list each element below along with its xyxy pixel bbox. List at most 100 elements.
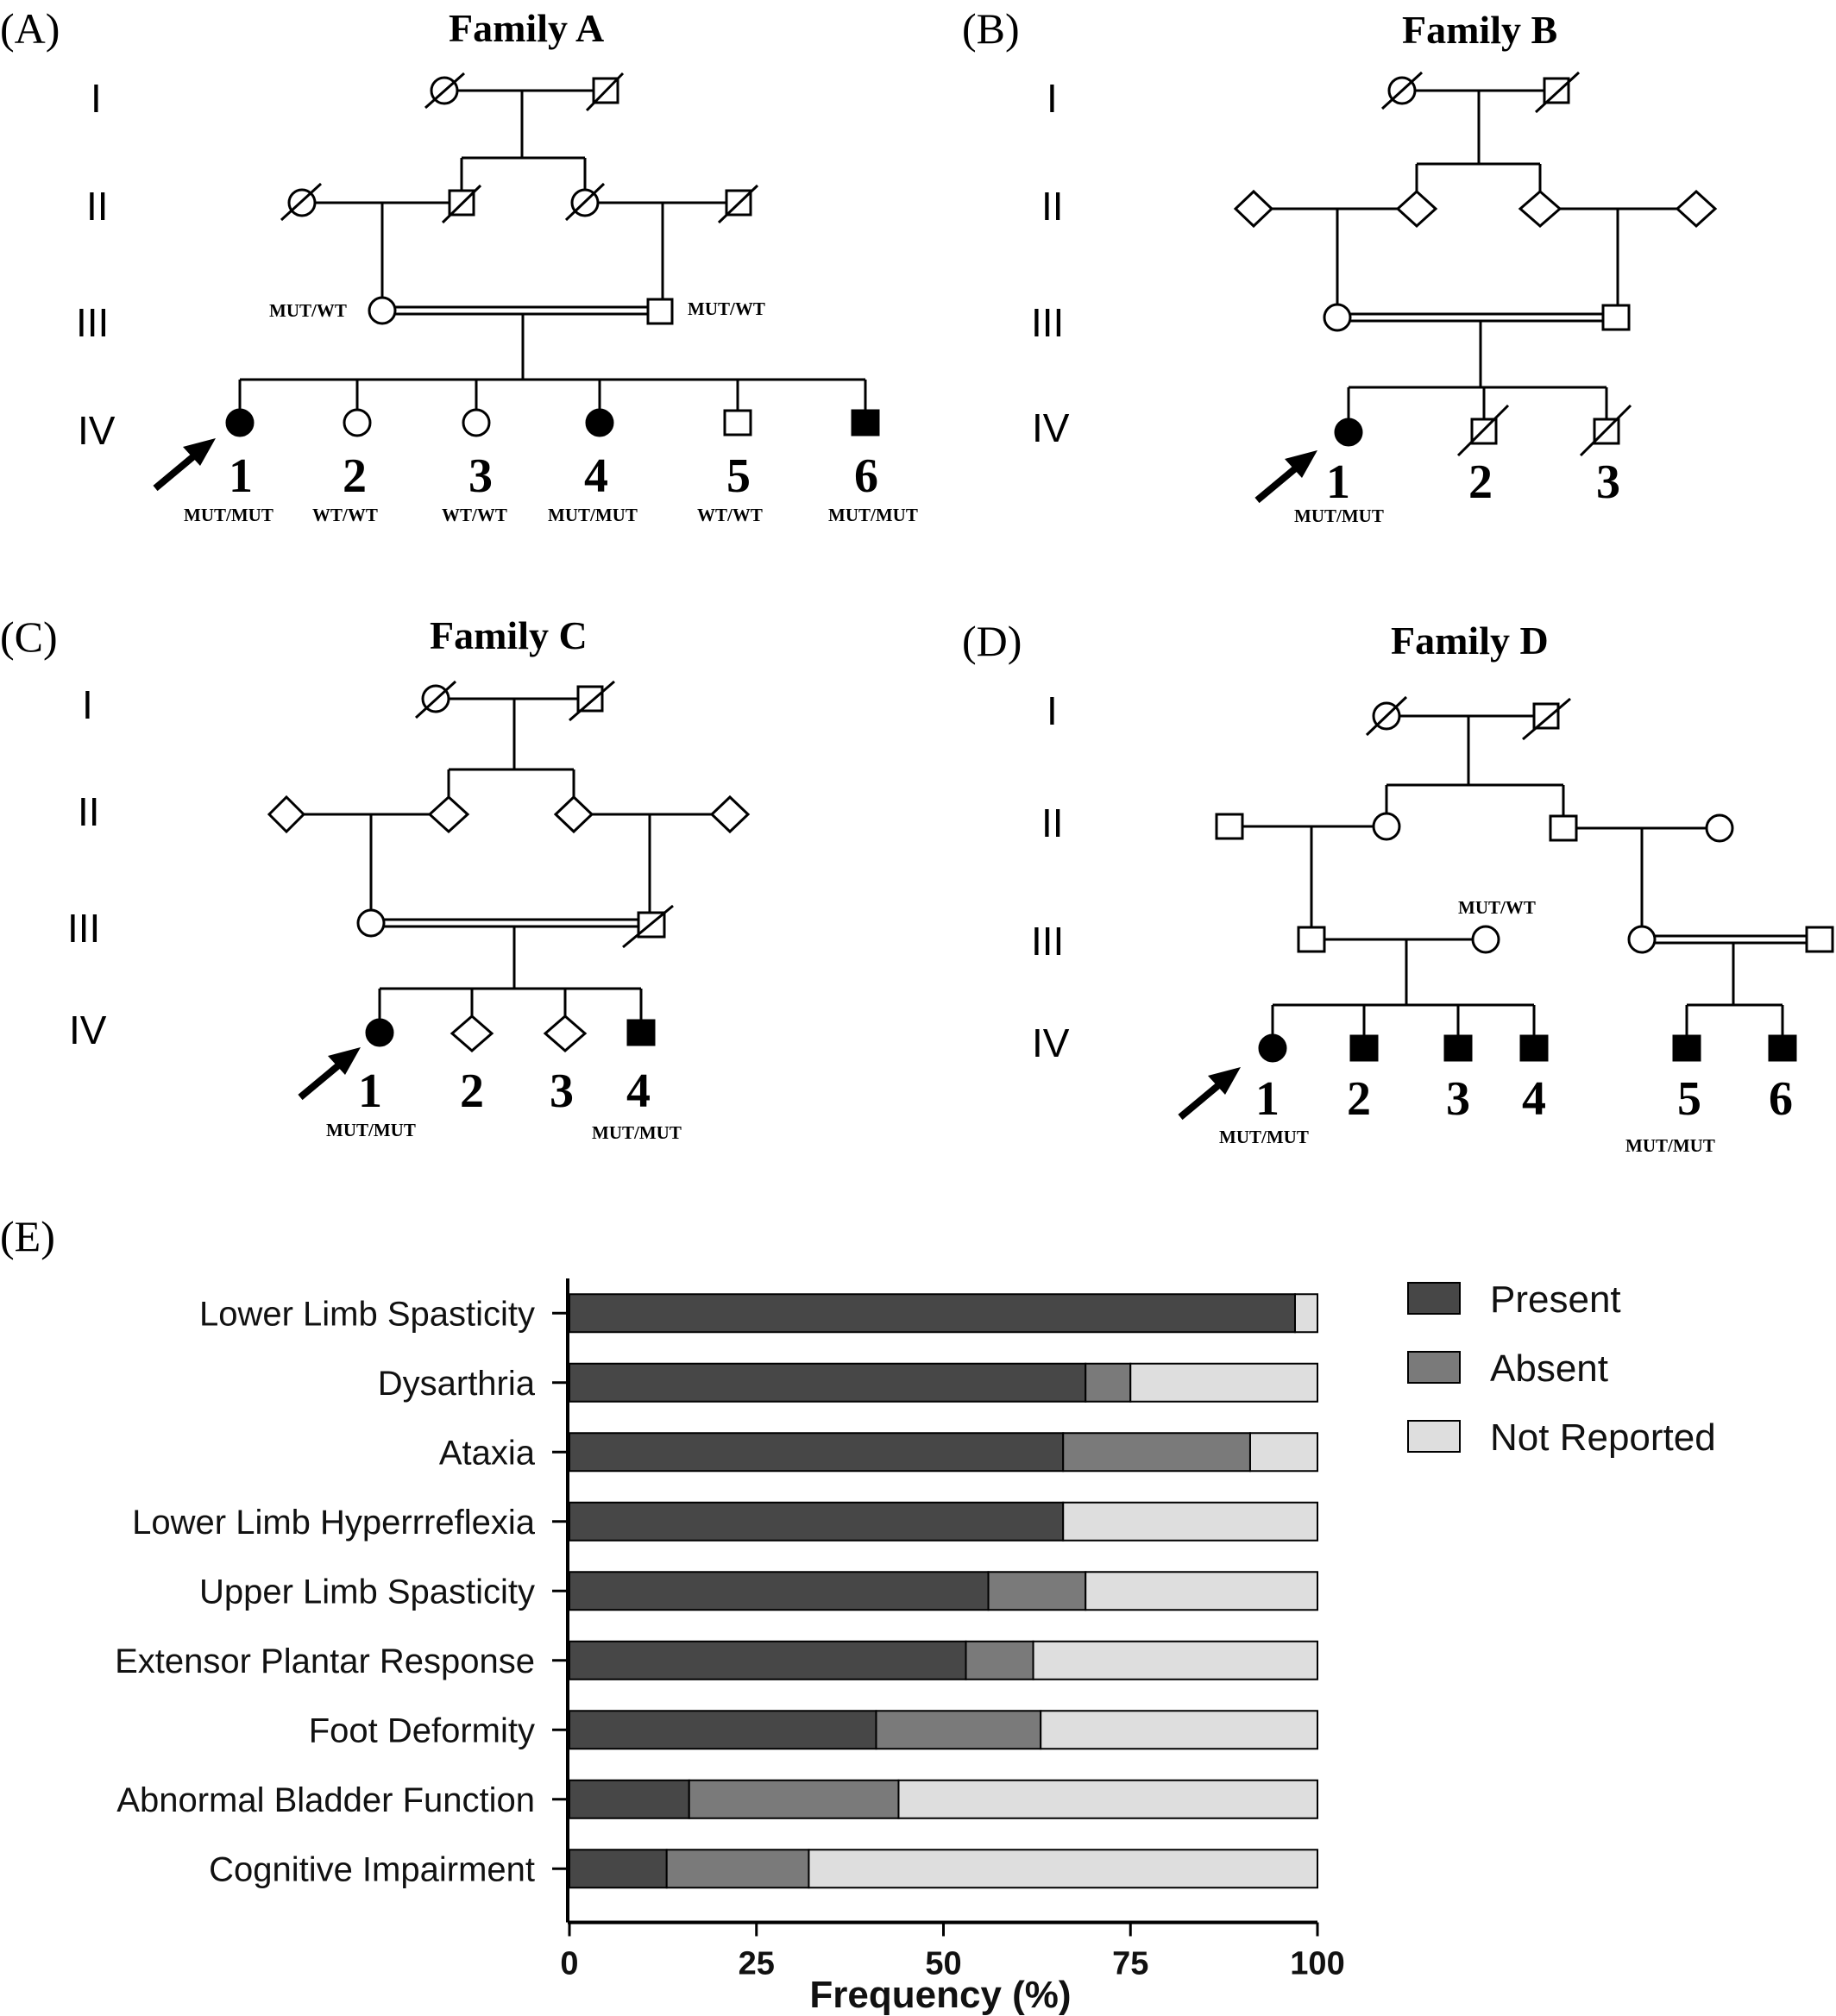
individual-number: 6 bbox=[1769, 1072, 1793, 1126]
pedigree-family-b: 1 2 3 MUT/MUT bbox=[1233, 71, 1718, 526]
individual-number: 4 bbox=[626, 1065, 651, 1118]
individual-number: 4 bbox=[1522, 1072, 1546, 1126]
panel-c-letter: (C) bbox=[0, 612, 58, 661]
x-axis-title: Frequency (%) bbox=[809, 1974, 1071, 2016]
bar-segment-present bbox=[569, 1710, 877, 1750]
family-c-title: Family C bbox=[430, 613, 588, 657]
category-label: Extensor Plantar Response bbox=[115, 1642, 535, 1680]
bar-segment-absent bbox=[1062, 1432, 1251, 1473]
bar-segment-not-reported bbox=[1040, 1710, 1318, 1750]
genotype-label: MUT/MUT bbox=[1625, 1135, 1715, 1156]
x-tick-label: 0 bbox=[560, 1946, 578, 1982]
category-label: Ataxia bbox=[439, 1434, 536, 1472]
gen-label-c-1: I bbox=[82, 682, 93, 727]
genotype-label: MUT/MUT bbox=[548, 505, 638, 525]
individual-number: 2 bbox=[1468, 455, 1493, 509]
pedigree-family-c: 1 2 3 4 MUT/MUT MUT/MUT bbox=[267, 680, 751, 1143]
individual-number: 1 bbox=[358, 1065, 382, 1118]
genotype-label: MUT/WT bbox=[1458, 897, 1536, 918]
bar-segment-present bbox=[569, 1779, 690, 1819]
genotype-label: WT/WT bbox=[697, 505, 763, 525]
genotype-label: MUT/MUT bbox=[1219, 1127, 1309, 1147]
genotype-label: WT/WT bbox=[442, 505, 507, 525]
bar-segment-not-reported bbox=[1085, 1571, 1318, 1611]
category-label: Cognitive Impairment bbox=[209, 1850, 535, 1888]
category-label: Lower Limb Spasticity bbox=[199, 1295, 535, 1333]
genotype-label: MUT/MUT bbox=[828, 505, 918, 525]
gen-label-b-1: I bbox=[1047, 76, 1058, 121]
individual-number: 1 bbox=[229, 449, 253, 503]
gen-label-a-1: I bbox=[91, 76, 102, 121]
stacked-bar-chart: Lower Limb SpasticityDysarthriaAtaxiaLow… bbox=[115, 1278, 1716, 2016]
bar-segment-not-reported bbox=[1032, 1640, 1319, 1680]
panel-a-letter: (A) bbox=[0, 4, 60, 53]
individual-number: 4 bbox=[584, 449, 608, 503]
category-label: Abnormal Bladder Function bbox=[116, 1781, 535, 1819]
category-label: Upper Limb Spasticity bbox=[199, 1573, 535, 1611]
individual-number: 2 bbox=[1347, 1072, 1371, 1126]
individual-number: 2 bbox=[343, 449, 367, 503]
genotype-label: MUT/WT bbox=[688, 298, 765, 319]
legend-swatch bbox=[1407, 1420, 1461, 1453]
bar-segment-present bbox=[569, 1849, 668, 1889]
bar-segment-present bbox=[569, 1362, 1087, 1403]
x-tick-label: 100 bbox=[1290, 1946, 1344, 1982]
individual-number: 1 bbox=[1326, 455, 1350, 509]
individual-number: 2 bbox=[460, 1065, 484, 1118]
panel-b-letter: (B) bbox=[962, 4, 1020, 53]
gen-label-b-2: II bbox=[1041, 184, 1064, 229]
bar-segment-absent bbox=[665, 1849, 810, 1889]
genotype-label: MUT/MUT bbox=[326, 1120, 416, 1140]
genotype-label: MUT/WT bbox=[269, 300, 347, 321]
bar-segment-not-reported bbox=[897, 1779, 1318, 1819]
bar-segment-present bbox=[569, 1501, 1065, 1542]
bar-segment-present bbox=[569, 1432, 1065, 1473]
category-label: Dysarthria bbox=[378, 1365, 536, 1403]
legend-label: Present bbox=[1490, 1278, 1621, 1321]
gen-label-a-4: IV bbox=[78, 408, 116, 453]
gen-label-d-4: IV bbox=[1032, 1021, 1070, 1065]
category-label: Lower Limb Hyperrreflexia bbox=[132, 1504, 536, 1542]
bars bbox=[569, 1293, 1319, 1889]
bar-segment-absent bbox=[1085, 1362, 1132, 1403]
legend-label: Absent bbox=[1490, 1347, 1608, 1390]
bar-segment-not-reported bbox=[1062, 1501, 1318, 1542]
individual-number: 6 bbox=[854, 449, 878, 503]
x-ticks: 0 25 50 75 100 bbox=[560, 1922, 1345, 1982]
gen-label-a-3: III bbox=[76, 300, 109, 345]
gen-label-b-4: IV bbox=[1032, 405, 1070, 450]
family-a-title: Family A bbox=[449, 6, 604, 50]
individual-number: 3 bbox=[468, 449, 493, 503]
legend-swatch bbox=[1407, 1282, 1461, 1315]
bar-segment-present bbox=[569, 1293, 1296, 1334]
bar-segment-present bbox=[569, 1640, 967, 1680]
family-d-title: Family D bbox=[1391, 619, 1549, 663]
gen-label-c-3: III bbox=[67, 906, 100, 951]
bar-segment-not-reported bbox=[1293, 1293, 1318, 1334]
genotype-label: MUT/MUT bbox=[1294, 506, 1384, 526]
gen-label-c-2: II bbox=[78, 789, 100, 834]
genotype-label: WT/WT bbox=[312, 505, 378, 525]
individual-number: 1 bbox=[1255, 1072, 1280, 1126]
category-labels: Lower Limb SpasticityDysarthriaAtaxiaLow… bbox=[115, 1295, 536, 1888]
gen-label-b-3: III bbox=[1031, 300, 1064, 345]
axes bbox=[552, 1278, 1317, 1925]
category-label: Foot Deformity bbox=[309, 1711, 535, 1749]
panel-e-letter: (E) bbox=[0, 1212, 55, 1260]
family-b-title: Family B bbox=[1402, 8, 1557, 52]
individual-number: 5 bbox=[726, 449, 751, 503]
individual-number: 3 bbox=[1446, 1072, 1470, 1126]
x-tick-label: 75 bbox=[1112, 1946, 1148, 1982]
x-tick-label: 50 bbox=[925, 1946, 961, 1982]
pedigree-family-d: MUT/WT 1 2 3 4 5 6 MUT/MUT MUT/MUT bbox=[1178, 695, 1834, 1156]
legend-swatch bbox=[1407, 1351, 1461, 1384]
bar-segment-not-reported bbox=[808, 1849, 1318, 1889]
gen-label-c-4: IV bbox=[69, 1008, 107, 1052]
bar-segment-not-reported bbox=[1129, 1362, 1318, 1403]
x-tick-label: 25 bbox=[739, 1946, 775, 1982]
gen-label-d-3: III bbox=[1031, 919, 1064, 964]
individual-number: 3 bbox=[1596, 455, 1620, 509]
bar-segment-absent bbox=[688, 1779, 900, 1819]
gen-label-d-1: I bbox=[1047, 688, 1058, 733]
